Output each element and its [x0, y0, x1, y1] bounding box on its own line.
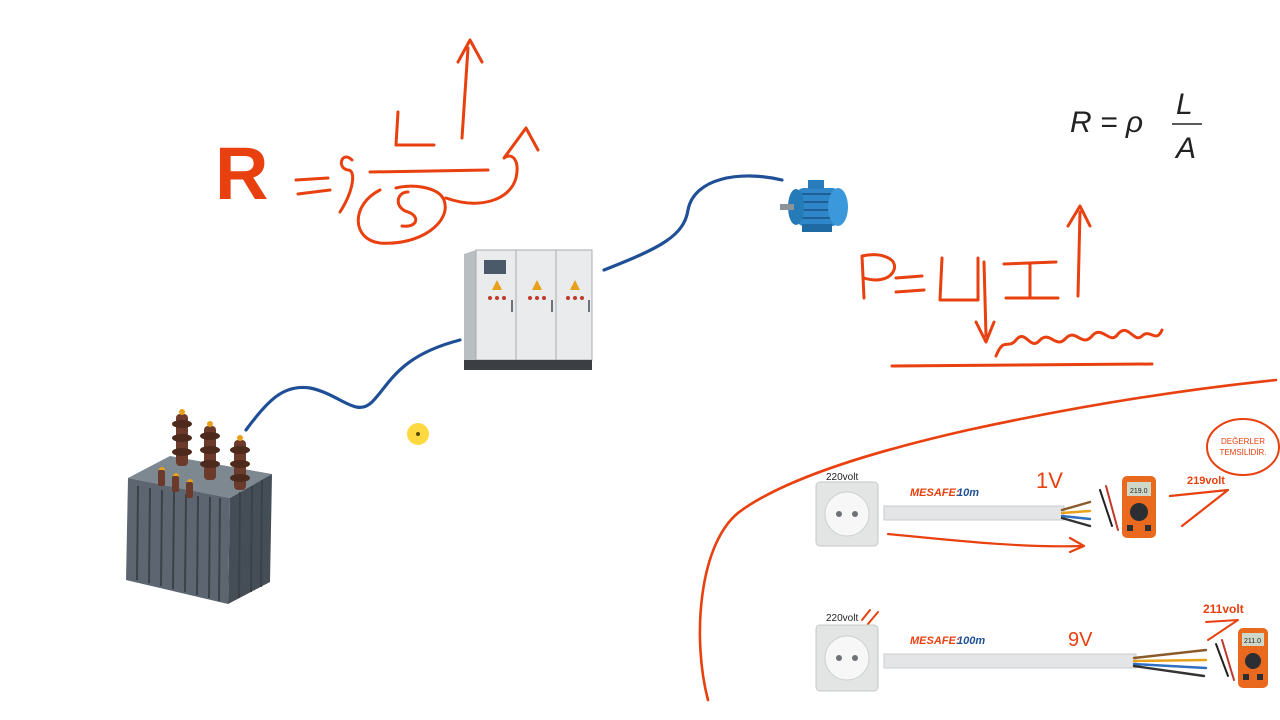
multimeter-icon: 219.0	[1099, 476, 1156, 538]
distance-value: 100m	[957, 635, 985, 647]
formula-lhs: R = ρ	[1070, 106, 1143, 139]
cable-panel-to-motor	[602, 174, 784, 272]
equals-top	[894, 274, 924, 280]
arrow-down-head	[974, 320, 996, 344]
meter-reading: 219volt	[1187, 475, 1225, 487]
flow-arrow-head	[1068, 536, 1086, 554]
distance-key: MESAFE:	[910, 487, 960, 499]
wire-ends	[1132, 648, 1208, 678]
cable-segment	[883, 653, 1137, 669]
transformer-icon	[126, 409, 272, 604]
arrow-up-head	[456, 38, 484, 64]
voltage-drop-scenario-1: 220volt MESAFE: 10m 1V 219.0 219volt	[815, 468, 1230, 554]
note-circle	[1206, 418, 1280, 476]
drop-note: 9V	[1068, 629, 1093, 651]
note-line-2: TEMSİLİDİR.	[1219, 448, 1266, 457]
typed-resistance-formula: R = ρ L A	[1070, 88, 1202, 165]
curly-arrow-stroke	[444, 126, 540, 205]
equals-stroke-bottom	[296, 188, 332, 196]
wall-socket-icon	[815, 481, 879, 547]
cables	[244, 174, 784, 432]
scribble-line	[994, 328, 1164, 358]
formula-denominator: A	[1174, 132, 1196, 165]
note-line-1: DEĞERLER	[1221, 437, 1265, 446]
letter-u-stroke	[938, 256, 980, 302]
rho-stroke	[338, 155, 355, 214]
reading-arrow	[1168, 488, 1230, 528]
electric-motor-icon	[780, 180, 848, 232]
reading-arrow	[1205, 619, 1239, 641]
letter-s-stroke	[396, 190, 418, 228]
equals-bottom	[894, 288, 926, 294]
flow-arrow-shaft	[886, 532, 1084, 548]
svg-text:219.0: 219.0	[1130, 488, 1148, 495]
tick-marks	[861, 609, 879, 625]
representative-values-note: DEĞERLER TEMSİLİDİR.	[1206, 418, 1280, 476]
electrical-panel-icon	[464, 249, 593, 370]
arrow-up-shaft-2	[1076, 210, 1082, 298]
formula-r-letter: R	[215, 132, 268, 215]
letter-p-stroke	[860, 253, 897, 300]
circle-around-s	[356, 184, 447, 245]
wall-socket-icon	[815, 624, 879, 692]
fraction-bar-stroke	[368, 168, 490, 174]
formula-numerator: L	[1176, 88, 1193, 121]
source-voltage-label: 220volt	[826, 613, 858, 624]
svg-text:211.0: 211.0	[1244, 638, 1261, 645]
drop-note: 1V	[1036, 468, 1063, 493]
handwritten-power-formula	[860, 204, 1164, 368]
cable-transformer-to-panel	[244, 338, 462, 432]
distance-key: MESAFE:	[910, 635, 960, 647]
cable-segment	[883, 505, 1065, 521]
voltage-drop-scenario-2: 220volt MESAFE: 100m 9V 211volt 211.0	[815, 602, 1268, 692]
cursor-highlight	[407, 423, 429, 445]
arrow-down-shaft	[982, 260, 988, 338]
handwritten-resistance-formula: R	[215, 38, 540, 245]
distance-value: 10m	[957, 487, 979, 499]
letter-l-stroke	[394, 110, 436, 147]
equals-stroke-top	[294, 176, 330, 182]
source-voltage-label: 220volt	[826, 472, 858, 483]
meter-reading: 211volt	[1203, 602, 1244, 616]
wire-ends	[1060, 500, 1092, 528]
arrow-up-shaft	[460, 46, 470, 140]
multimeter-icon: 211.0	[1215, 628, 1268, 688]
underline-stroke	[890, 362, 1154, 368]
enclosing-curve-stroke	[698, 378, 1278, 702]
arrow-up-head-2	[1066, 204, 1092, 228]
formula-ink-strokes	[294, 38, 540, 245]
